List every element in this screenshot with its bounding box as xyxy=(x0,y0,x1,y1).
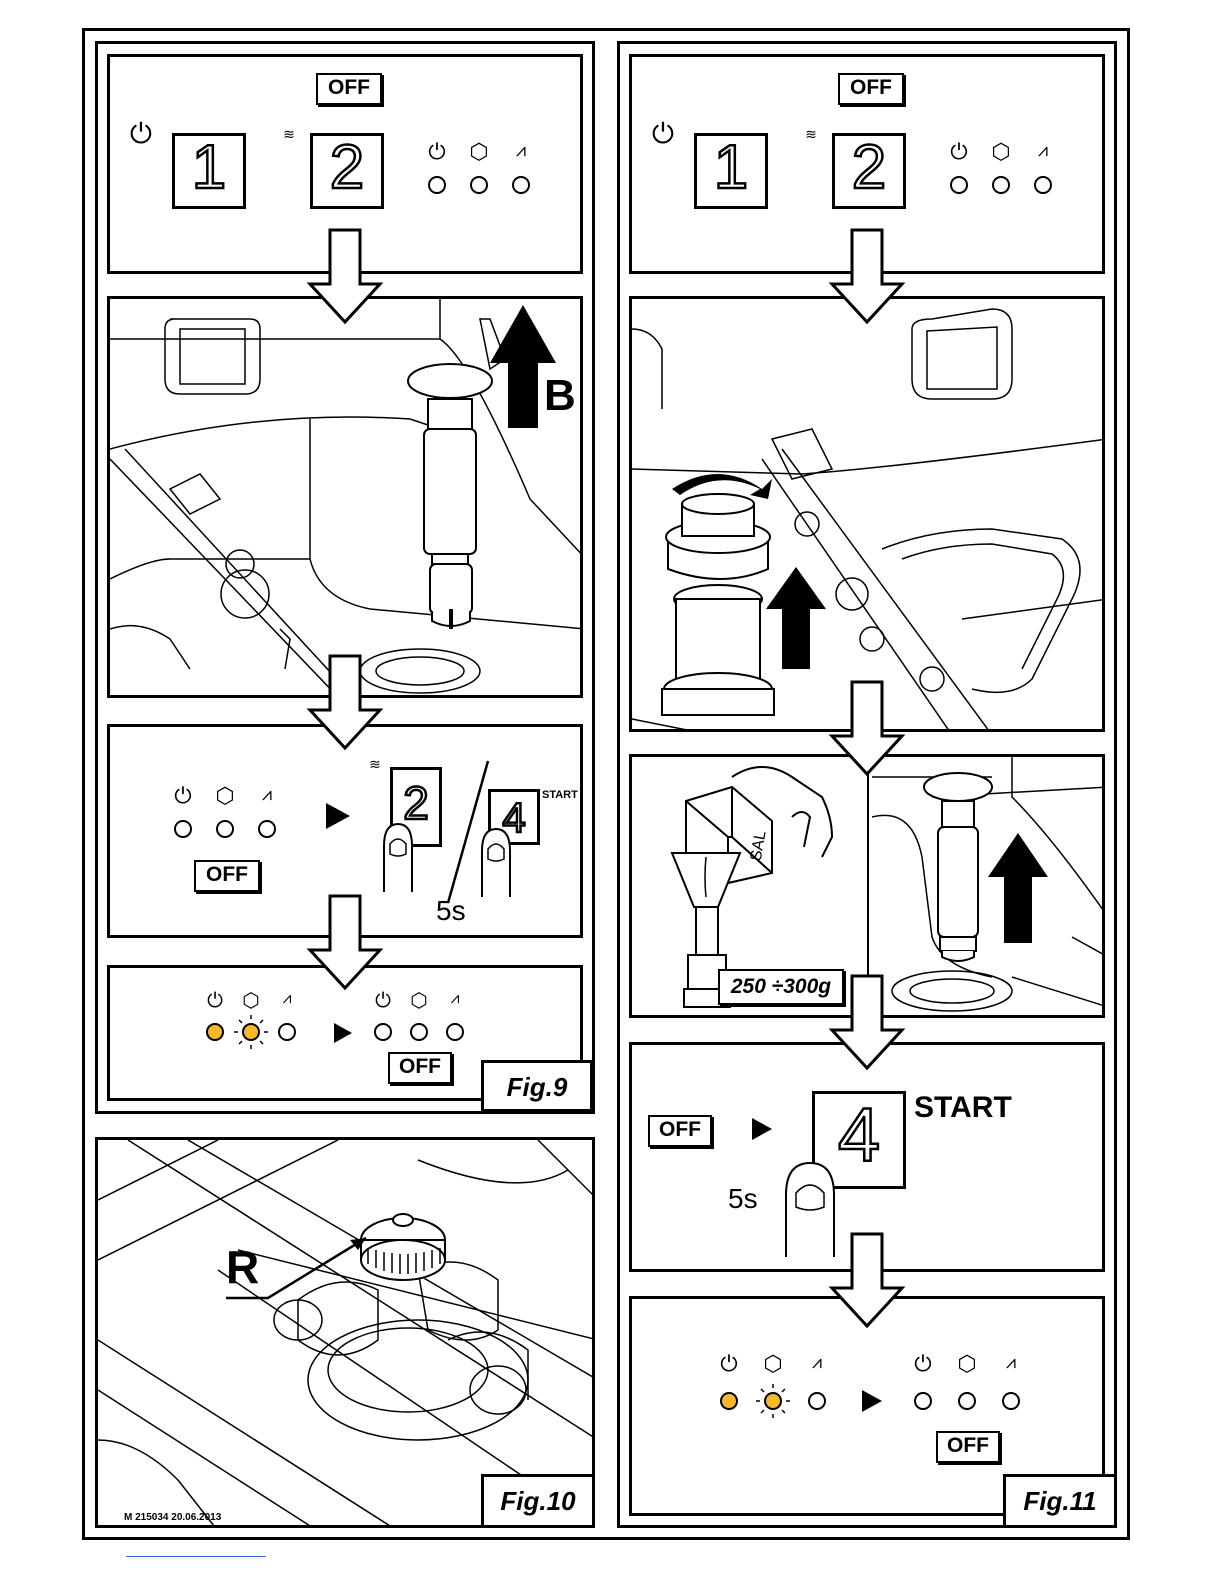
arrow-down-icon xyxy=(830,680,904,776)
led-heater xyxy=(446,1023,464,1041)
blink-rays xyxy=(234,1015,268,1049)
heater-icon: ⩘ xyxy=(272,988,302,1010)
led-cube xyxy=(958,1392,976,1410)
cube-icon: ⬡ xyxy=(210,785,240,807)
cube-icon: ⬡ xyxy=(952,1353,982,1375)
water-level-icon: ≋ xyxy=(274,123,304,145)
time-label: 5s xyxy=(728,1183,758,1215)
salt-amount-label: 250 ÷300g xyxy=(718,969,844,1005)
power-icon: ⏻ xyxy=(126,123,156,145)
key-2-label: 2 xyxy=(313,132,381,203)
cube-icon: ⬡ xyxy=(986,141,1016,163)
document-code: M 215034 20.06.2013 xyxy=(124,1512,221,1523)
power-icon: ⏻ xyxy=(422,141,452,163)
label-r: R xyxy=(226,1240,259,1294)
label-b: B xyxy=(544,371,576,421)
footer-line xyxy=(126,1556,266,1557)
power-icon: ⏻ xyxy=(908,1353,938,1375)
arrow-down-icon xyxy=(830,1232,904,1328)
rinse-arm-illustration xyxy=(98,1140,595,1528)
fig10-illustration-rinse-arm: R M 215034 20.06.2013 xyxy=(95,1137,595,1528)
fig10-label: Fig.10 xyxy=(481,1474,595,1528)
off-label: OFF xyxy=(316,73,382,105)
blink-rays xyxy=(756,1384,790,1418)
water-level-icon: ≋ xyxy=(360,753,390,775)
led-heater xyxy=(1002,1392,1020,1410)
key-2-label: 2 xyxy=(835,132,903,203)
led-cube xyxy=(410,1023,428,1041)
led-power-on xyxy=(206,1023,224,1041)
off-label: OFF xyxy=(388,1052,452,1084)
led-heater xyxy=(512,176,530,194)
led-cube xyxy=(992,176,1010,194)
triangle-right-icon xyxy=(326,803,350,829)
led-cube xyxy=(216,820,234,838)
finger-icon xyxy=(378,822,418,892)
led-power-on xyxy=(720,1392,738,1410)
fig11-label: Fig.11 xyxy=(1003,1474,1117,1528)
key-1-label: 1 xyxy=(697,132,765,203)
heater-icon: ⩘ xyxy=(802,1351,832,1373)
led-power xyxy=(950,176,968,194)
off-label: OFF xyxy=(838,73,904,105)
off-label: OFF xyxy=(648,1115,712,1147)
heater-icon: ⩘ xyxy=(440,988,470,1010)
led-heater xyxy=(278,1023,296,1041)
heater-icon: ⩘ xyxy=(1028,139,1058,161)
arrow-down-icon xyxy=(308,654,382,750)
triangle-right-icon xyxy=(334,1023,352,1043)
off-label: OFF xyxy=(936,1431,1000,1463)
time-label: 5s xyxy=(436,895,466,927)
key-1-label: 1 xyxy=(175,132,243,203)
start-label: START xyxy=(914,1091,1012,1125)
heater-icon: ⩘ xyxy=(252,783,282,805)
led-heater xyxy=(808,1392,826,1410)
arrow-down-icon xyxy=(830,228,904,324)
salt-cap-illustration xyxy=(632,299,1105,732)
power-icon: ⏻ xyxy=(714,1353,744,1375)
standpipe-reinsert-illustration xyxy=(872,757,1105,1018)
power-icon: ⏻ xyxy=(368,990,398,1012)
led-power xyxy=(174,820,192,838)
led-power xyxy=(374,1023,392,1041)
led-heater xyxy=(1034,176,1052,194)
key-2[interactable]: 2 xyxy=(310,133,384,209)
cube-icon: ⬡ xyxy=(464,141,494,163)
fig9-illustration-standpipe: B xyxy=(107,296,583,698)
led-power xyxy=(428,176,446,194)
fig9-label: Fig.9 xyxy=(481,1060,593,1112)
start-label: START xyxy=(542,789,578,801)
power-icon: ⏻ xyxy=(200,990,230,1012)
triangle-right-icon xyxy=(862,1390,882,1412)
key-2[interactable]: 2 xyxy=(832,133,906,209)
cube-icon: ⬡ xyxy=(758,1353,788,1375)
led-cube xyxy=(470,176,488,194)
divider-line xyxy=(866,765,870,1005)
led-heater xyxy=(258,820,276,838)
led-power xyxy=(914,1392,932,1410)
power-icon: ⏻ xyxy=(944,141,974,163)
off-label: OFF xyxy=(194,860,260,892)
water-level-icon: ≋ xyxy=(796,123,826,145)
power-icon: ⏻ xyxy=(648,123,678,145)
cube-icon: ⬡ xyxy=(404,990,434,1012)
heater-icon: ⩘ xyxy=(996,1351,1026,1373)
arrow-down-icon xyxy=(308,894,382,990)
triangle-right-icon xyxy=(752,1118,772,1140)
arrow-down-icon xyxy=(830,974,904,1070)
power-icon: ⏻ xyxy=(168,785,198,807)
fig11-illustration-salt-cap xyxy=(629,296,1105,732)
finger-icon xyxy=(476,827,516,897)
heater-icon: ⩘ xyxy=(506,139,536,161)
key-1[interactable]: 1 xyxy=(694,133,768,209)
cube-icon: ⬡ xyxy=(236,990,266,1012)
key-1[interactable]: 1 xyxy=(172,133,246,209)
arrow-down-icon xyxy=(308,228,382,324)
